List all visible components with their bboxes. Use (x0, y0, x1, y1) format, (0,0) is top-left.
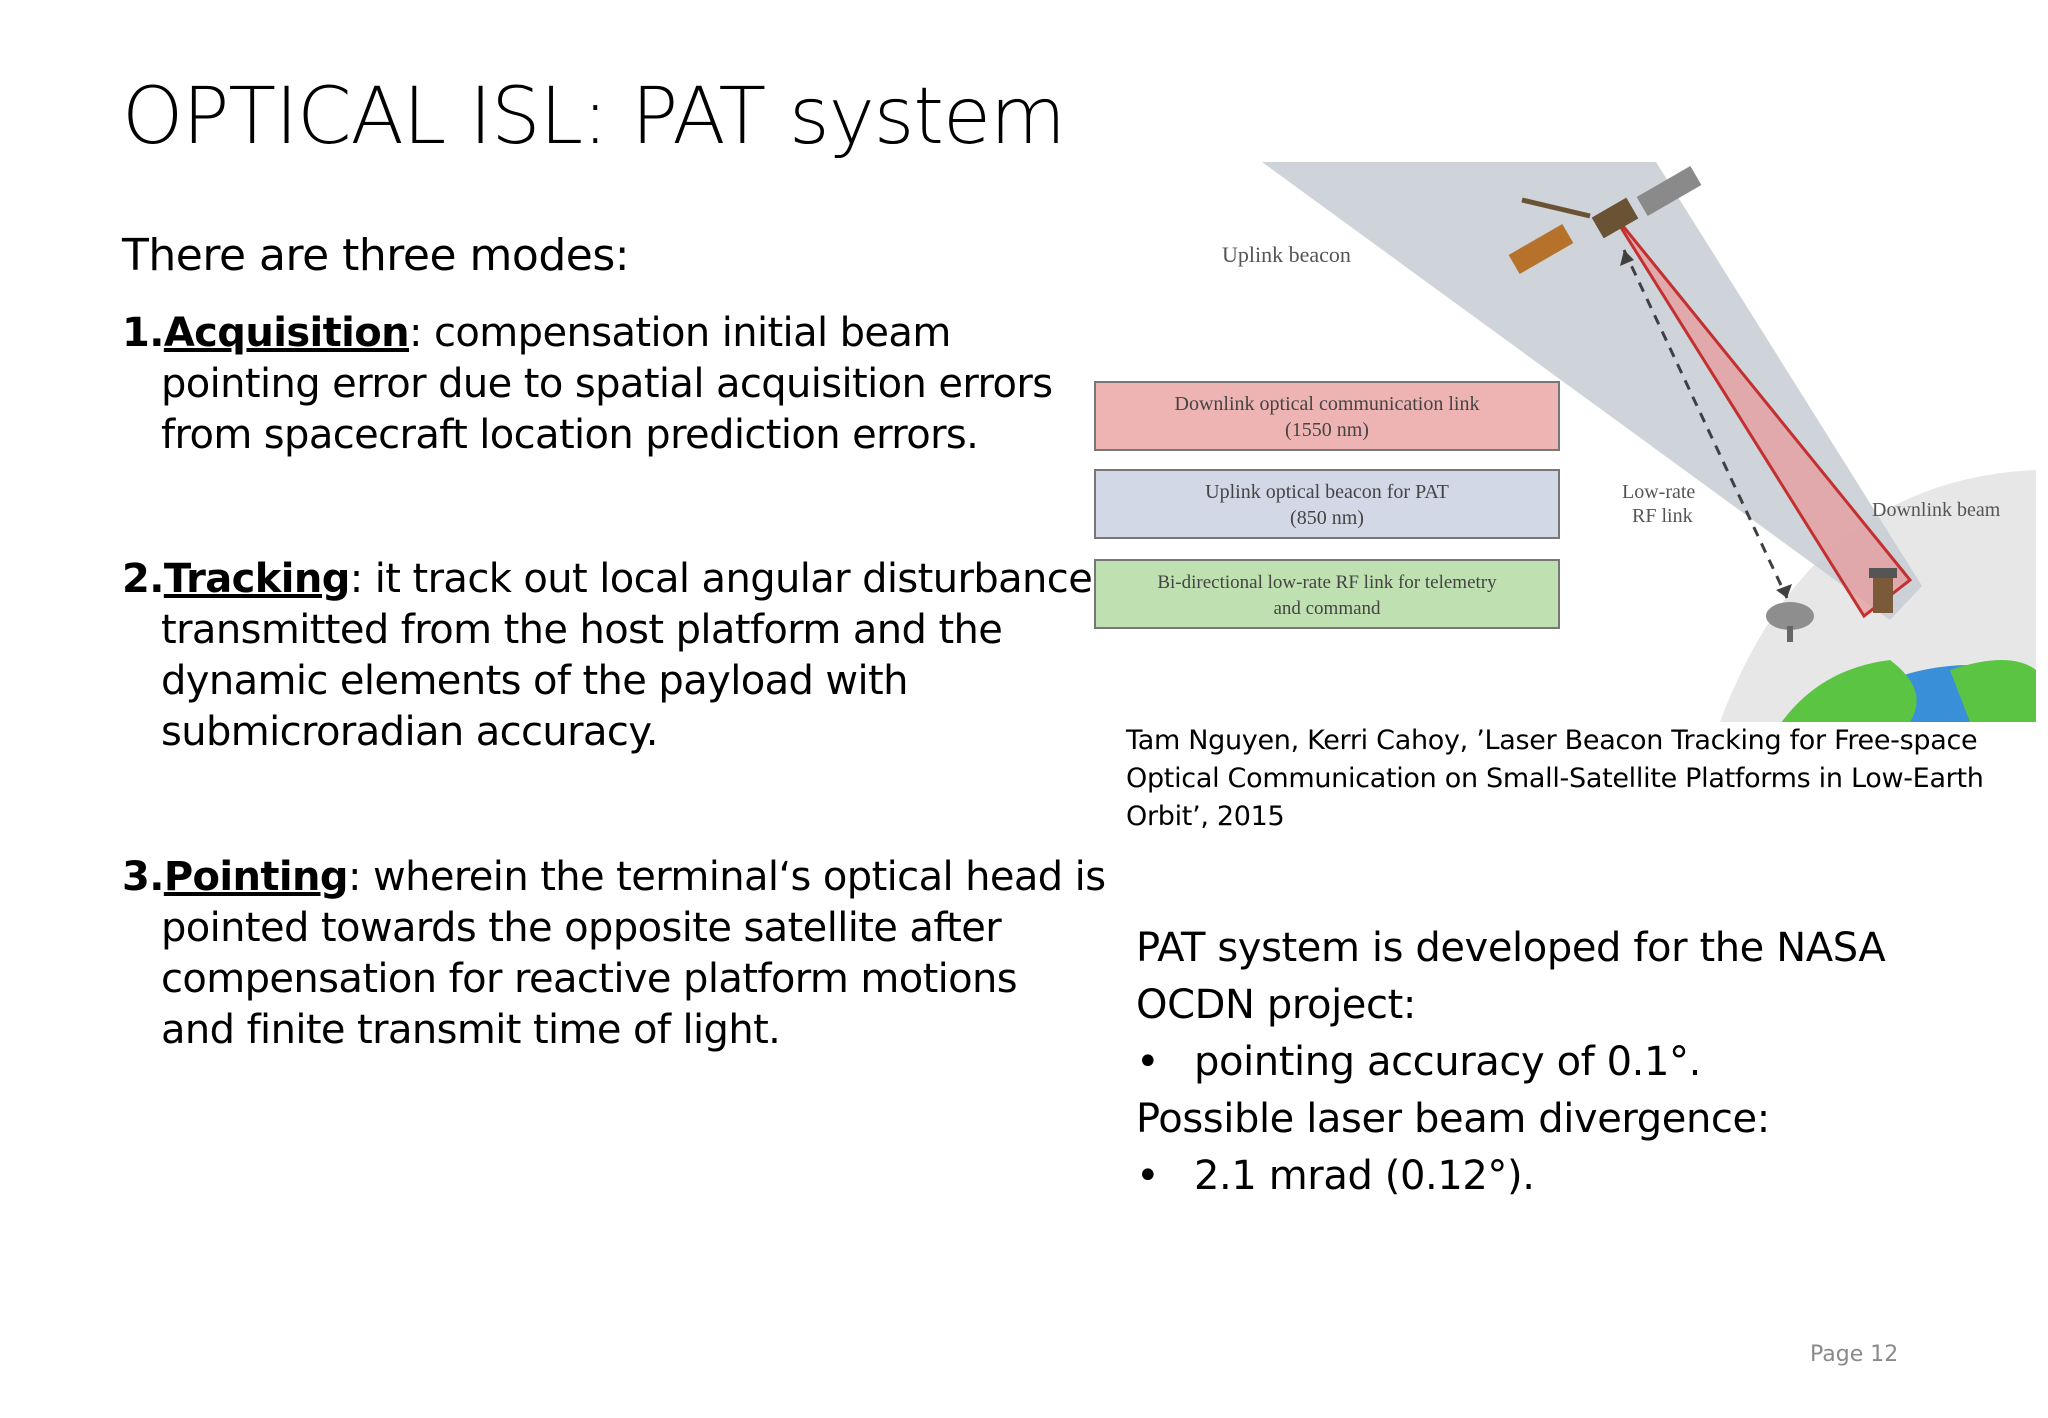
bullet-marker: • (1136, 1039, 1160, 1085)
citation-line: Tam Nguyen, Kerri Cahoy, ’Laser Beacon T… (1126, 725, 1978, 756)
mode-first-line: 3.Pointing: wherein the terminal‘s optic… (122, 852, 1106, 903)
legend-text: (850 nm) (1290, 507, 1364, 529)
mode-pointing: 3.Pointing: wherein the terminal‘s optic… (122, 852, 1106, 1056)
legend-uplink: Uplink optical beacon for PAT (850 nm) (1094, 469, 1560, 539)
intro-text: There are three modes: (122, 230, 630, 281)
citation-line: Optical Communication on Small-Satellite… (1126, 763, 1984, 794)
mode-text: dynamic elements of the payload with (161, 658, 908, 704)
citation-line: Orbit’, 2015 (1126, 801, 1285, 832)
legend-text: Uplink optical beacon for PAT (1205, 481, 1449, 503)
earth-land (1781, 660, 1917, 722)
legend-text: (1550 nm) (1285, 419, 1369, 441)
mode-text: from spacecraft location prediction erro… (161, 412, 979, 458)
mode-term: Tracking (163, 556, 351, 602)
mode-term: Acquisition (163, 310, 410, 356)
ground-station-dish-icon (1766, 602, 1814, 642)
mode-text: pointing error due to spatial acquisitio… (161, 361, 1053, 407)
legend-text: Downlink optical communication link (1175, 393, 1480, 415)
mode-number: 2. (122, 556, 164, 602)
mode-text: : compensation initial beam (409, 310, 951, 356)
mode-text: pointed towards the opposite satellite a… (161, 905, 1002, 951)
bullet-text: 2.1 mrad (0.12°). (1194, 1153, 1535, 1199)
notes-bullet-item: • pointing accuracy of 0.1°. (1136, 1034, 2016, 1091)
mode-text: compensation for reactive platform motio… (161, 956, 1018, 1002)
mode-number: 3. (122, 854, 164, 900)
pat-diagram: Uplink beacon Low-rate RF link Downlink … (1094, 162, 2036, 722)
legend-downlink: Downlink optical communication link (155… (1094, 381, 1560, 451)
legend-text: and command (1273, 598, 1381, 619)
citation: Tam Nguyen, Kerri Cahoy, ’Laser Beacon T… (1126, 722, 2026, 836)
pat-notes: PAT system is developed for the NASA OCD… (1136, 920, 2016, 1205)
notes-line: OCDN project: (1136, 982, 1416, 1028)
low-rate-label: Low-rate (1622, 481, 1695, 503)
page-number: Page 12 (1810, 1342, 1899, 1367)
uplink-beacon-label: Uplink beacon (1222, 242, 1351, 267)
slide-title: OPTICAL ISL: PAT system (122, 72, 1066, 162)
mode-first-line: 2.Tracking: it track out local angular d… (122, 554, 1113, 605)
earth-land (1950, 660, 2036, 722)
notes-line: PAT system is developed for the NASA (1136, 925, 1886, 971)
mode-text: : wherein the terminal‘s optical head is (347, 854, 1106, 900)
mode-text: : it track out local angular disturbance… (349, 556, 1113, 602)
ground-station-terminal-icon (1869, 568, 1897, 613)
mode-first-line: 1.Acquisition: compensation initial beam (122, 308, 1082, 359)
notes-line: Possible laser beam divergence: (1136, 1096, 1770, 1142)
mode-text: transmitted from the host platform and t… (161, 607, 1003, 653)
mode-text: and finite transmit time of light. (161, 1007, 781, 1053)
satellite-icon (1508, 165, 1702, 275)
mode-acquisition: 1.Acquisition: compensation initial beam… (122, 308, 1082, 461)
bullet-marker: • (1136, 1153, 1160, 1199)
mode-tracking: 2.Tracking: it track out local angular d… (122, 554, 1113, 758)
mode-term: Pointing (163, 854, 349, 900)
rf-arrow-head (1620, 250, 1634, 266)
notes-bullet-item: • 2.1 mrad (0.12°). (1136, 1148, 2016, 1205)
rf-arrow-head (1776, 584, 1792, 598)
bullet-text: pointing accuracy of 0.1°. (1194, 1039, 1701, 1085)
uplink-beacon-cone (1262, 162, 1922, 620)
legend-text: Bi-directional low-rate RF link for tele… (1157, 572, 1497, 593)
rf-link-label: RF link (1632, 505, 1693, 527)
downlink-beam-label: Downlink beam (1872, 499, 2001, 521)
mode-number: 1. (122, 310, 164, 356)
legend-rf: Bi-directional low-rate RF link for tele… (1094, 559, 1560, 629)
mode-text: submicroradian accuracy. (161, 709, 658, 755)
